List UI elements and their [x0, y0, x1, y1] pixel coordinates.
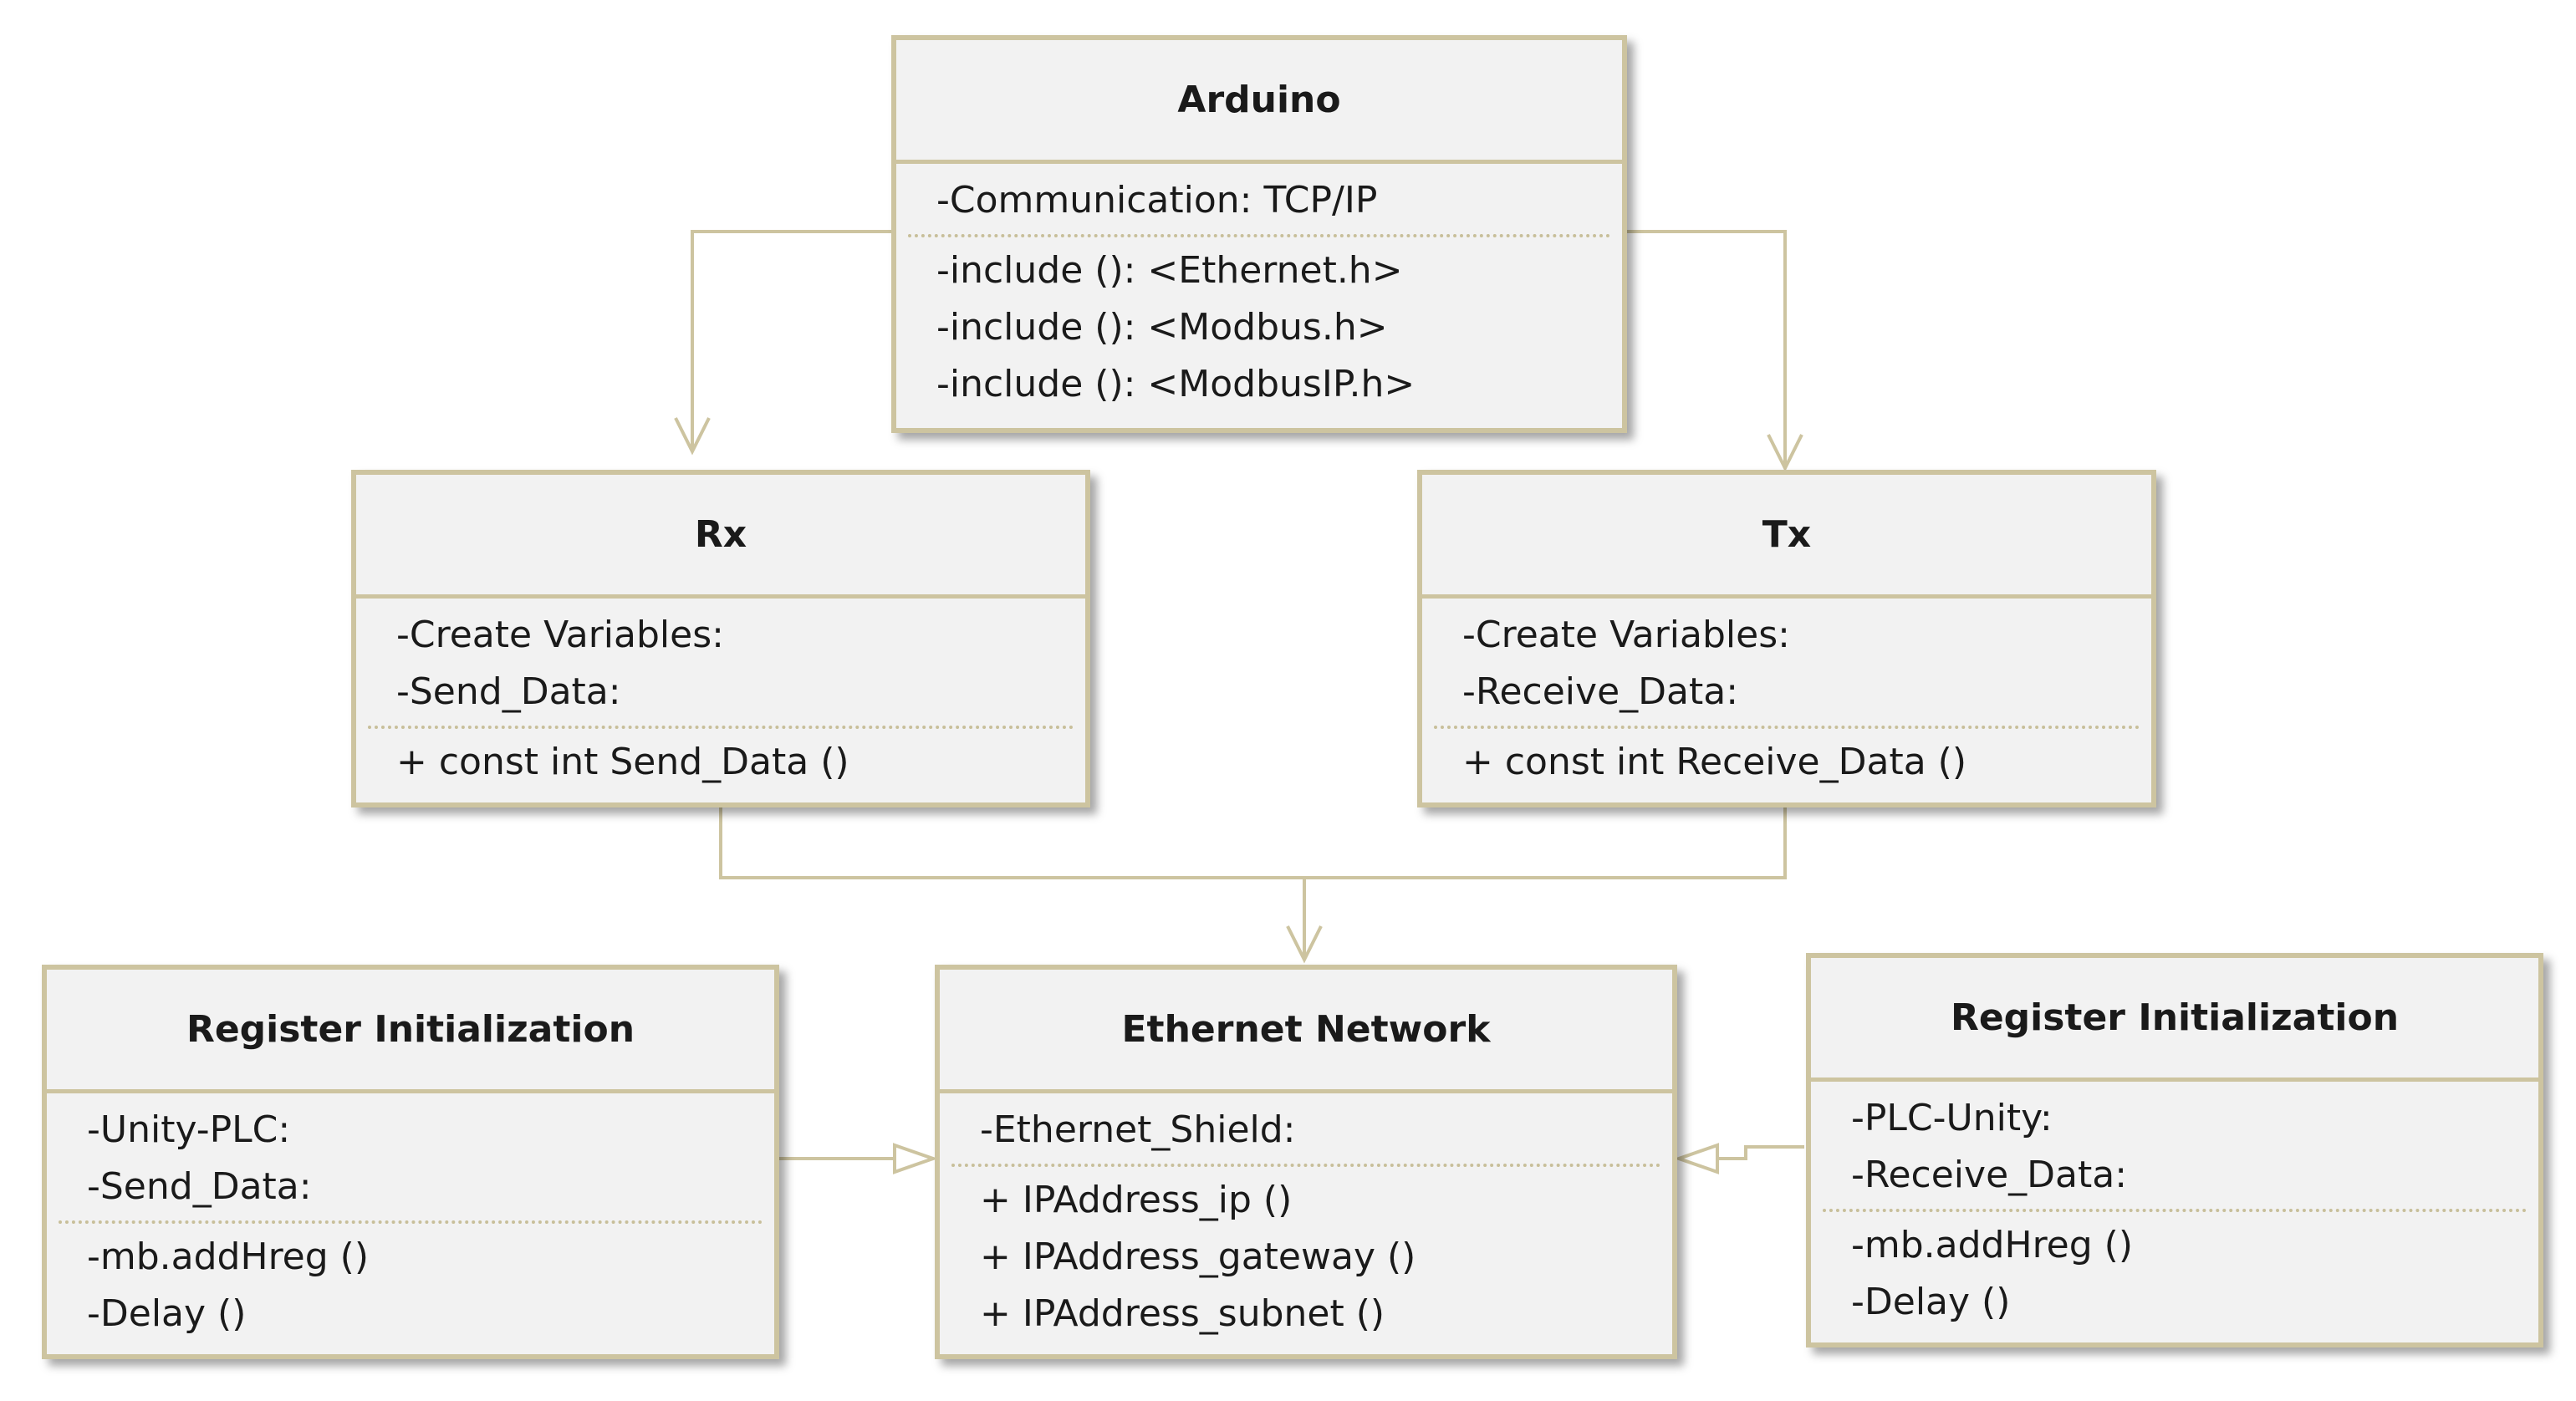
- arduino-divider: [908, 234, 1610, 237]
- ethernet-network-attributes: -Ethernet_Shield:: [940, 1093, 1672, 1159]
- arduino-operation: -include (): <Modbus.h>: [936, 306, 1388, 349]
- ethernet-network-attribute: -Ethernet_Shield:: [980, 1108, 1296, 1151]
- ethernet-network-operations: + IPAddress_ip () + IPAddress_gateway ()…: [940, 1172, 1672, 1342]
- tx-operations: + const int Receive_Data (): [1422, 734, 2151, 791]
- connector-tx-ethernet: [1304, 807, 1787, 879]
- arduino-attributes: -Communication: TCP/IP: [896, 164, 1622, 229]
- register-init-right-operation: -Delay (): [1851, 1281, 2011, 1323]
- register-init-left-title: Register Initialization: [47, 970, 774, 1093]
- rx-attribute: -Create Variables:: [396, 614, 724, 656]
- arduino-operation: -include (): <ModbusIP.h>: [936, 363, 1416, 405]
- rx-attributes: -Create Variables: -Send_Data:: [356, 599, 1085, 721]
- register-init-right-attributes: -PLC-Unity: -Receive_Data:: [1811, 1082, 2538, 1204]
- register-init-right-box[interactable]: Register Initialization -PLC-Unity: -Rec…: [1806, 953, 2543, 1348]
- arduino-operation: -include (): <Ethernet.h>: [936, 249, 1403, 292]
- arduino-operations: -include (): <Ethernet.h> -include (): <…: [896, 242, 1622, 413]
- rx-operations: + const int Send_Data (): [356, 734, 1085, 791]
- tx-class-box[interactable]: Tx -Create Variables: -Receive_Data: + c…: [1417, 470, 2156, 807]
- register-init-right-attribute: -Receive_Data:: [1851, 1154, 2128, 1196]
- register-init-right-divider: [1823, 1209, 2527, 1212]
- ethernet-network-operation: + IPAddress_subnet (): [980, 1292, 1385, 1335]
- register-init-right-operations: -mb.addHreg () -Delay (): [1811, 1217, 2538, 1331]
- register-init-left-operations: -mb.addHreg () -Delay (): [47, 1229, 774, 1342]
- tx-attributes: -Create Variables: -Receive_Data:: [1422, 599, 2151, 721]
- register-init-left-attribute: -Send_Data:: [87, 1165, 312, 1208]
- connector-arduino-tx: [1625, 230, 1787, 468]
- register-init-left-attribute: -Unity-PLC:: [87, 1108, 291, 1151]
- register-init-left-box[interactable]: Register Initialization -Unity-PLC: -Sen…: [42, 965, 779, 1359]
- tx-title: Tx: [1422, 475, 2151, 599]
- arduino-title: Arduino: [896, 40, 1622, 164]
- ethernet-network-operation: + IPAddress_ip (): [980, 1179, 1293, 1221]
- ethernet-network-operation: + IPAddress_gateway (): [980, 1235, 1416, 1278]
- rx-class-box[interactable]: Rx -Create Variables: -Send_Data: + cons…: [351, 470, 1090, 807]
- tx-divider: [1434, 726, 2140, 729]
- rx-attribute: -Send_Data:: [396, 670, 621, 713]
- ethernet-network-title: Ethernet Network: [940, 970, 1672, 1093]
- triangle-head-right: [1673, 1143, 1719, 1174]
- ethernet-network-box[interactable]: Ethernet Network -Ethernet_Shield: + IPA…: [935, 965, 1677, 1359]
- arrowhead-rx: [674, 417, 711, 456]
- connector-regright-ethernet: [1717, 1145, 1804, 1160]
- register-init-left-operation: -mb.addHreg (): [87, 1235, 370, 1278]
- arrowhead-tx: [1767, 434, 1803, 472]
- ethernet-network-divider: [951, 1164, 1660, 1167]
- tx-attribute: -Receive_Data:: [1462, 670, 1739, 713]
- triangle-head-left: [893, 1143, 939, 1174]
- register-init-left-divider: [59, 1220, 763, 1224]
- rx-title: Rx: [356, 475, 1085, 599]
- rx-divider: [368, 726, 1074, 729]
- register-init-right-operation: -mb.addHreg (): [1851, 1224, 2134, 1266]
- rx-operation: + const int Send_Data (): [396, 741, 849, 783]
- tx-operation: + const int Receive_Data (): [1462, 741, 1967, 783]
- arduino-attribute: -Communication: TCP/IP: [936, 179, 1378, 222]
- connector-arduino-rx: [691, 230, 899, 451]
- arduino-class-box[interactable]: Arduino -Communication: TCP/IP -include …: [891, 35, 1627, 433]
- tx-attribute: -Create Variables:: [1462, 614, 1790, 656]
- register-init-left-operation: -Delay (): [87, 1292, 247, 1335]
- connector-rx-ethernet: [719, 807, 1304, 879]
- register-init-right-attribute: -PLC-Unity:: [1851, 1097, 2053, 1139]
- register-init-right-title: Register Initialization: [1811, 958, 2538, 1082]
- arrowhead-ethernet: [1286, 925, 1323, 964]
- register-init-left-attributes: -Unity-PLC: -Send_Data:: [47, 1093, 774, 1215]
